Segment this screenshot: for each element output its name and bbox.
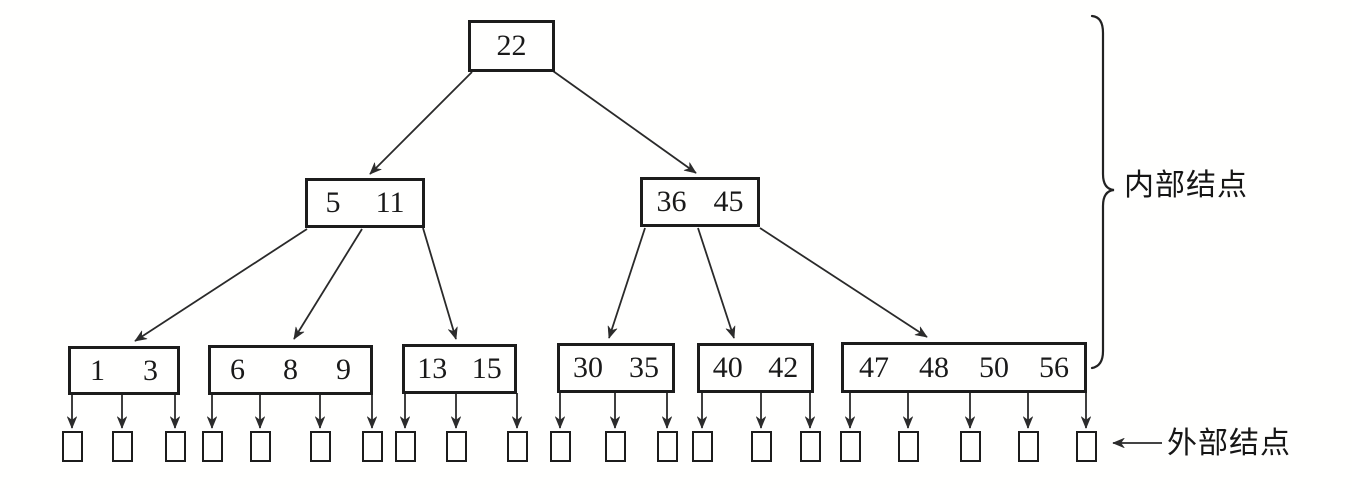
node-key: 9 — [336, 353, 351, 386]
node-key: 36 — [656, 185, 687, 218]
internal-nodes-label: 内部结点 — [1124, 169, 1248, 202]
node-key: 30 — [573, 351, 603, 384]
tree-node-leaf-5: 40 42 — [697, 343, 814, 393]
edge-n1-c3 — [422, 227, 458, 340]
external-node — [165, 431, 186, 462]
edge-n2-c3 — [759, 227, 928, 338]
external-node — [960, 431, 981, 462]
node-key: 15 — [471, 352, 502, 385]
edge-root-left — [369, 71, 473, 175]
external-node — [62, 431, 83, 462]
external-node — [250, 431, 271, 462]
tree-node-leaf-4: 30 35 — [557, 343, 675, 393]
external-node — [395, 431, 416, 462]
external-node — [840, 431, 861, 462]
external-node — [446, 431, 467, 462]
external-node — [800, 431, 821, 462]
tree-node-leaf-3: 13 15 — [402, 344, 517, 394]
edge-root-right — [552, 70, 697, 174]
external-node — [112, 431, 133, 462]
edge-n2-c1 — [607, 227, 646, 339]
node-key: 3 — [143, 353, 158, 387]
node-key: 50 — [979, 350, 1009, 384]
node-key: 35 — [629, 351, 659, 384]
node-key: 8 — [283, 353, 298, 386]
tree-node-leaf-1: 1 3 — [68, 346, 180, 395]
external-node — [507, 431, 528, 462]
node-key: 48 — [919, 350, 949, 384]
node-key: 56 — [1039, 350, 1069, 384]
external-node — [751, 431, 772, 462]
node-key: 6 — [230, 353, 245, 386]
external-node — [1076, 431, 1097, 462]
external-node — [362, 431, 383, 462]
tree-node-leaf-2: 6 8 9 — [208, 345, 373, 395]
node-key: 13 — [417, 352, 448, 385]
tree-node-internal-1: 5 11 — [305, 178, 425, 228]
brace-icon — [1090, 14, 1115, 370]
node-key: 11 — [375, 186, 405, 219]
external-node — [605, 431, 626, 462]
node-key: 40 — [712, 351, 743, 384]
external-node — [310, 431, 331, 462]
node-key: 45 — [713, 185, 744, 218]
external-node — [1018, 431, 1039, 462]
edge-n1-c1 — [134, 228, 308, 342]
tree-edges — [67, 70, 1162, 448]
external-node — [898, 431, 919, 462]
external-node — [657, 431, 678, 462]
node-key: 42 — [768, 351, 799, 384]
edge-n1-c2 — [293, 228, 363, 340]
node-key: 22 — [496, 29, 527, 62]
node-key: 47 — [859, 350, 889, 384]
tree-node-root: 22 — [468, 20, 555, 72]
external-node — [550, 431, 571, 462]
edge-n2-c2 — [697, 227, 736, 339]
tree-node-leaf-6: 47 48 50 56 — [841, 342, 1087, 393]
node-key: 1 — [90, 353, 105, 387]
tree-node-internal-2: 36 45 — [640, 177, 760, 227]
external-node — [202, 431, 223, 462]
external-node — [692, 431, 713, 462]
node-key: 5 — [325, 186, 341, 219]
external-nodes-label: 外部结点 — [1167, 427, 1291, 460]
